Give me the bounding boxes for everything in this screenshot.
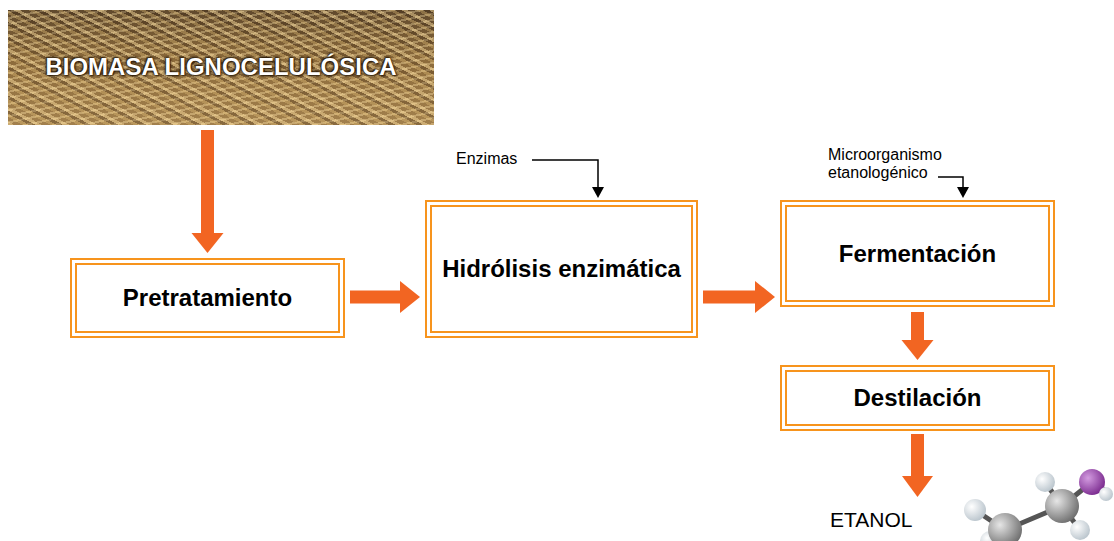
node-text: Hidrólisis enzimática (442, 254, 681, 284)
arrow-shaft (911, 312, 924, 341)
input-label: Microorganismo etanologénico (828, 146, 942, 183)
flow-arrow (902, 312, 934, 360)
arrow-head (902, 340, 934, 360)
photo-box: BIOMASA LIGNOCELULÓSICA (8, 10, 434, 125)
node-text: Pretratamiento (123, 283, 292, 313)
arrow-head (400, 281, 420, 313)
arrow-head (902, 476, 933, 497)
arrow-head (192, 233, 224, 253)
arrow-shaft (911, 434, 924, 478)
process-box: Fermentación (780, 200, 1055, 307)
leader-line (532, 160, 598, 189)
arrow-shaft (350, 291, 401, 304)
arrow-shaft (703, 291, 756, 304)
process-box: Pretratamiento (70, 258, 345, 338)
arrow-head (755, 281, 775, 313)
node-text: BIOMASA LIGNOCELULÓSICA (25, 47, 416, 88)
flow-arrow (703, 281, 775, 313)
input-label: Enzimas (456, 150, 517, 168)
flow-arrow (192, 130, 224, 253)
arrow-head (957, 187, 969, 198)
product-label: ETANOL (830, 508, 912, 532)
flow-arrow (350, 281, 420, 313)
arrow-shaft (201, 130, 214, 234)
node-text: Destilación (853, 383, 981, 413)
ethanol-molecule (964, 469, 1113, 541)
process-box: Hidrólisis enzimática (425, 200, 698, 338)
process-box: Destilación (780, 365, 1055, 431)
node-text: Fermentación (839, 239, 996, 269)
arrow-head (592, 187, 604, 198)
output-arrow (902, 434, 933, 497)
